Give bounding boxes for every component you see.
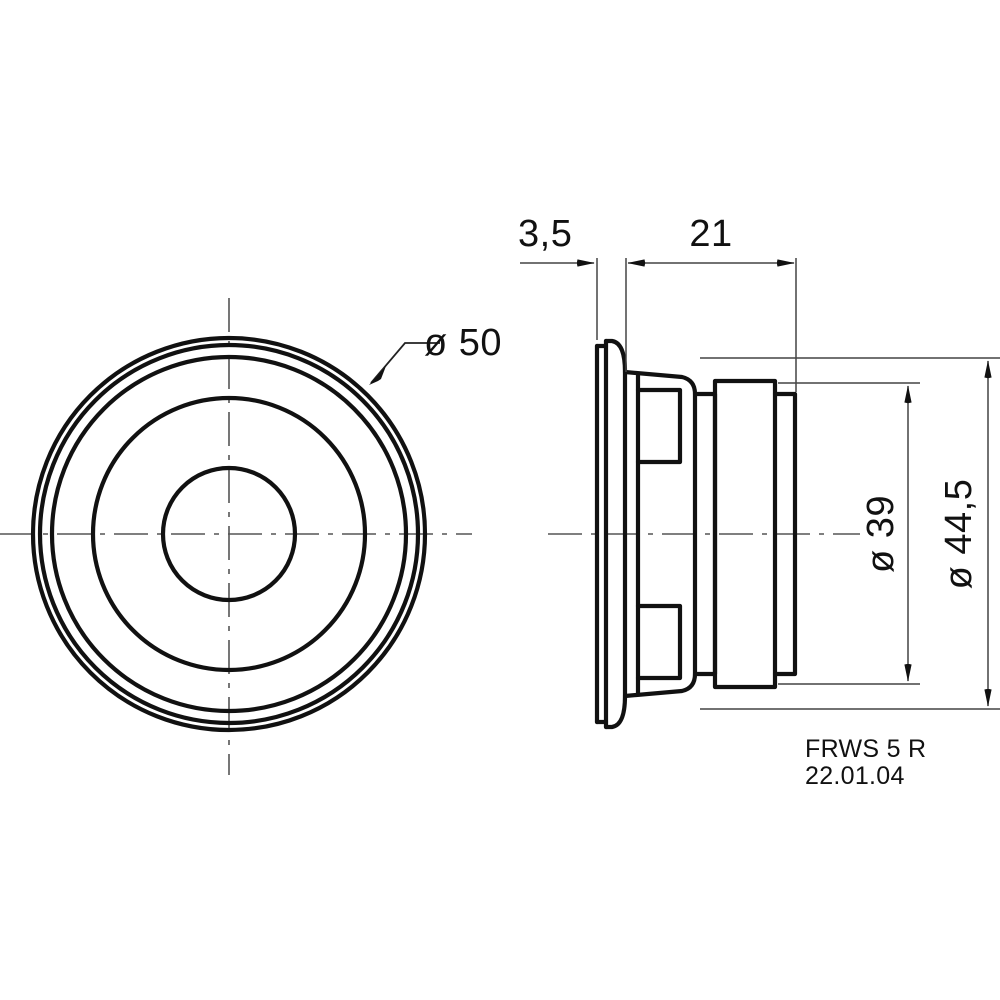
part-number-label: FRWS 5 R bbox=[805, 735, 926, 763]
side-view-group: 3,5 21 ø 39 ø 44,5 bbox=[518, 213, 1000, 730]
basket-outer-profile bbox=[622, 369, 698, 699]
front-view-group: ø 50 bbox=[0, 298, 502, 775]
title-block: FRWS 5 R 22.01.04 bbox=[805, 735, 926, 790]
date-label: 22.01.04 bbox=[805, 762, 905, 790]
basket-edge-circle bbox=[49, 354, 409, 714]
flange-rounded-edge bbox=[603, 338, 628, 730]
surround-circle bbox=[90, 395, 368, 673]
basket-upper-window bbox=[635, 387, 683, 465]
magnet-block bbox=[712, 378, 778, 690]
basket-lower-window bbox=[635, 603, 683, 681]
dim-21-label: 21 bbox=[689, 213, 732, 255]
rear-pole-plate bbox=[772, 391, 798, 677]
diameter-50-leader-arrow bbox=[369, 366, 386, 385]
front-diameter-label: ø 50 bbox=[424, 322, 502, 364]
outer-rim-circle bbox=[30, 335, 428, 733]
dim-44-5-label: ø 44,5 bbox=[938, 479, 980, 590]
dim-39-label: ø 39 bbox=[860, 495, 902, 573]
diameter-50-leader-line bbox=[370, 342, 440, 384]
rim-second-circle bbox=[37, 342, 421, 726]
dust-cap-circle bbox=[160, 465, 298, 603]
dim-3-5-label: 3,5 bbox=[518, 213, 572, 255]
